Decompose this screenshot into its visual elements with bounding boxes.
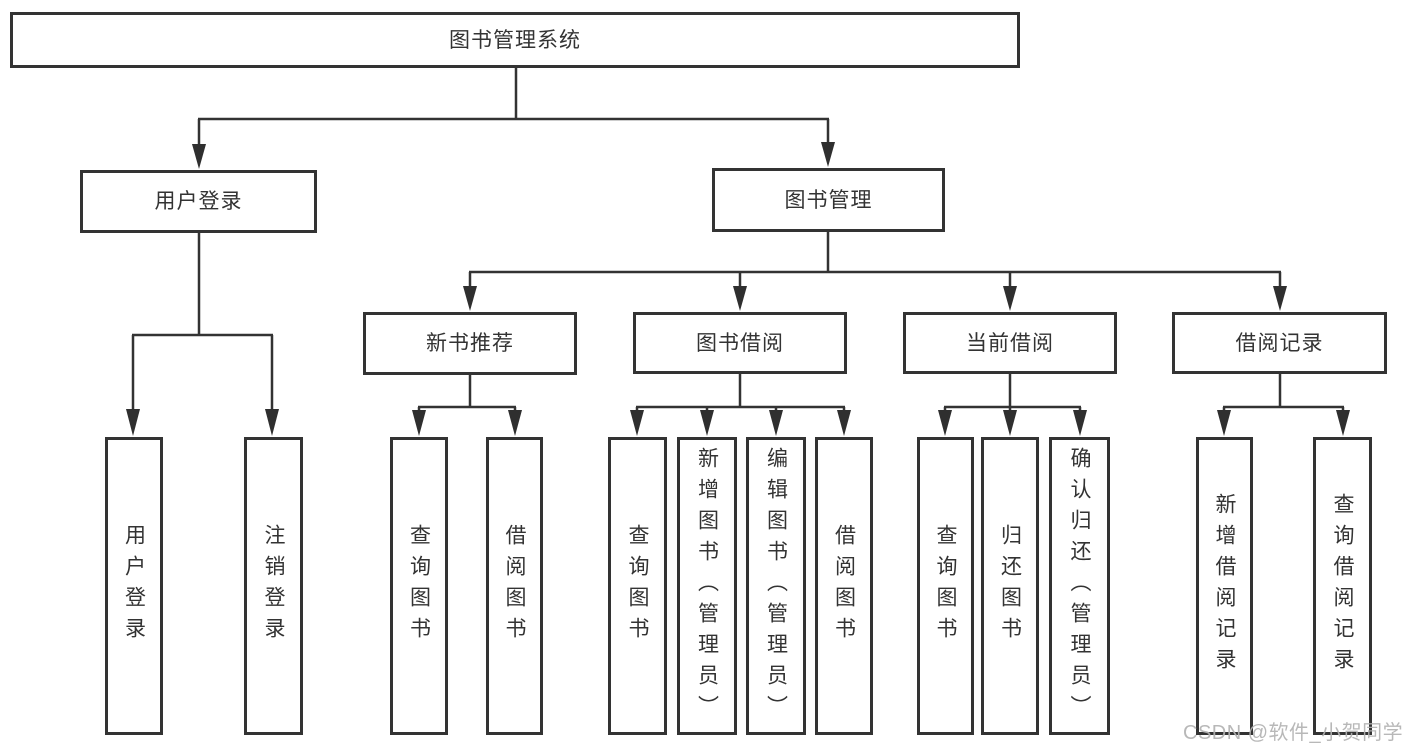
node-borrow-records-label: 借阅记录 bbox=[1235, 331, 1324, 355]
node-book-borrow: 图书借阅 bbox=[633, 312, 847, 374]
leaf-borrow-books-recommend: 借阅图书 bbox=[486, 437, 543, 735]
node-current-borrow: 当前借阅 bbox=[903, 312, 1117, 374]
node-new-book-recommend-label: 新书推荐 bbox=[426, 332, 514, 355]
node-book-borrow-label: 图书借阅 bbox=[696, 331, 784, 355]
leaf-label: 查询图书 bbox=[626, 524, 649, 648]
node-user-login: 用户登录 bbox=[80, 170, 317, 233]
node-root-label: 图书管理系统 bbox=[449, 28, 581, 52]
node-new-book-recommend: 新书推荐 bbox=[363, 312, 577, 375]
leaf-label: 新增借阅记录 bbox=[1213, 493, 1236, 679]
node-current-borrow-label: 当前借阅 bbox=[966, 331, 1054, 355]
leaf-label: 编辑图书（管理员） bbox=[764, 446, 788, 726]
leaf-label: 新增图书（管理员） bbox=[695, 446, 719, 726]
leaf-label: 注销登录 bbox=[262, 524, 285, 648]
leaf-confirm-return-admin: 确认归还（管理员） bbox=[1049, 437, 1110, 735]
leaf-label: 查询借阅记录 bbox=[1331, 493, 1354, 679]
leaf-label: 归还图书 bbox=[998, 524, 1022, 648]
node-book-management: 图书管理 bbox=[712, 168, 945, 232]
leaf-edit-book-admin: 编辑图书（管理员） bbox=[746, 437, 806, 735]
node-user-login-label: 用户登录 bbox=[154, 190, 243, 213]
leaf-label: 确认归还（管理员） bbox=[1068, 446, 1091, 726]
node-borrow-records: 借阅记录 bbox=[1172, 312, 1387, 374]
leaf-query-books-current: 查询图书 bbox=[917, 437, 974, 735]
node-root: 图书管理系统 bbox=[10, 12, 1020, 68]
leaf-add-book-admin: 新增图书（管理员） bbox=[677, 437, 737, 735]
arrowhead-icons bbox=[126, 142, 1350, 436]
leaf-return-books: 归还图书 bbox=[981, 437, 1039, 735]
node-book-management-label: 图书管理 bbox=[784, 188, 873, 212]
leaf-query-borrow-record: 查询借阅记录 bbox=[1313, 437, 1372, 735]
leaf-borrow-books: 借阅图书 bbox=[815, 437, 873, 735]
leaf-logout: 注销登录 bbox=[244, 437, 303, 735]
leaf-label: 用户登录 bbox=[122, 524, 146, 648]
leaf-label: 查询图书 bbox=[407, 524, 431, 648]
leaf-user-login: 用户登录 bbox=[105, 437, 163, 735]
leaf-query-books-recommend: 查询图书 bbox=[390, 437, 448, 735]
leaf-label: 查询图书 bbox=[934, 524, 957, 648]
leaf-query-books-borrow: 查询图书 bbox=[608, 437, 667, 735]
leaf-add-borrow-record: 新增借阅记录 bbox=[1196, 437, 1253, 735]
leaf-label: 借阅图书 bbox=[503, 524, 526, 648]
leaf-label: 借阅图书 bbox=[832, 524, 856, 648]
watermark: CSDN @软件_小贺同学 bbox=[1183, 722, 1404, 744]
